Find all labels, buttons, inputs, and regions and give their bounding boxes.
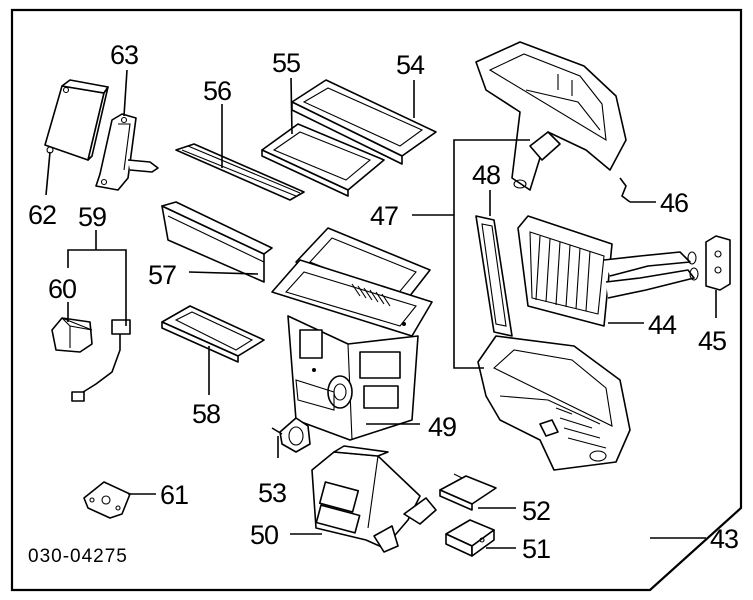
part-52-plate (439, 473, 497, 511)
callout-59: 59 (78, 202, 106, 232)
callout-60: 60 (48, 274, 76, 304)
callout-51: 51 (522, 534, 550, 564)
callout-56: 56 (203, 76, 231, 106)
callout-57: 57 (148, 260, 176, 290)
part-50-duct (311, 445, 437, 553)
callout-54: 54 (396, 50, 425, 80)
callout-44: 44 (648, 310, 677, 340)
callout-61: 61 (160, 480, 188, 510)
callout-52: 52 (522, 496, 550, 526)
part-62-cover (44, 79, 109, 161)
part-48-gasket (475, 215, 513, 337)
part-56-seal-strip (175, 143, 305, 201)
part-54-frame (291, 79, 437, 165)
callout-46: 46 (660, 188, 688, 218)
part-46-clip (619, 177, 656, 203)
callout-53: 53 (258, 478, 286, 508)
callout-43: 43 (710, 524, 738, 554)
part-47-upper-case (475, 41, 627, 191)
part-58-tray (161, 305, 265, 363)
part-45-seal (705, 235, 731, 291)
leader-lines (45, 69, 717, 549)
part-49-housing (271, 227, 433, 441)
callout-63: 63 (110, 40, 138, 70)
part-63-bracket (95, 113, 159, 191)
part-53-motor (271, 417, 311, 453)
callout-47: 47 (370, 201, 398, 231)
part-51-module (445, 519, 495, 557)
callout-55: 55 (272, 48, 300, 78)
part-47-lower-case (477, 335, 631, 471)
diagram-frame (10, 8, 743, 592)
document-code: 030-04275 (28, 546, 128, 567)
callout-62: 62 (28, 200, 56, 230)
part-44-heater-core (517, 215, 699, 327)
callout-58: 58 (192, 399, 220, 429)
part-55-gasket (261, 123, 385, 197)
callout-45: 45 (698, 326, 726, 356)
callout-48: 48 (472, 160, 500, 190)
callout-50: 50 (250, 520, 278, 550)
callout-49: 49 (428, 412, 456, 442)
part-61-clip (83, 481, 131, 519)
part-57-filter (161, 201, 273, 283)
part-60-actuator (51, 317, 131, 402)
callout-labels: 63 62 56 55 54 59 60 57 58 47 48 46 44 4… (28, 40, 739, 567)
